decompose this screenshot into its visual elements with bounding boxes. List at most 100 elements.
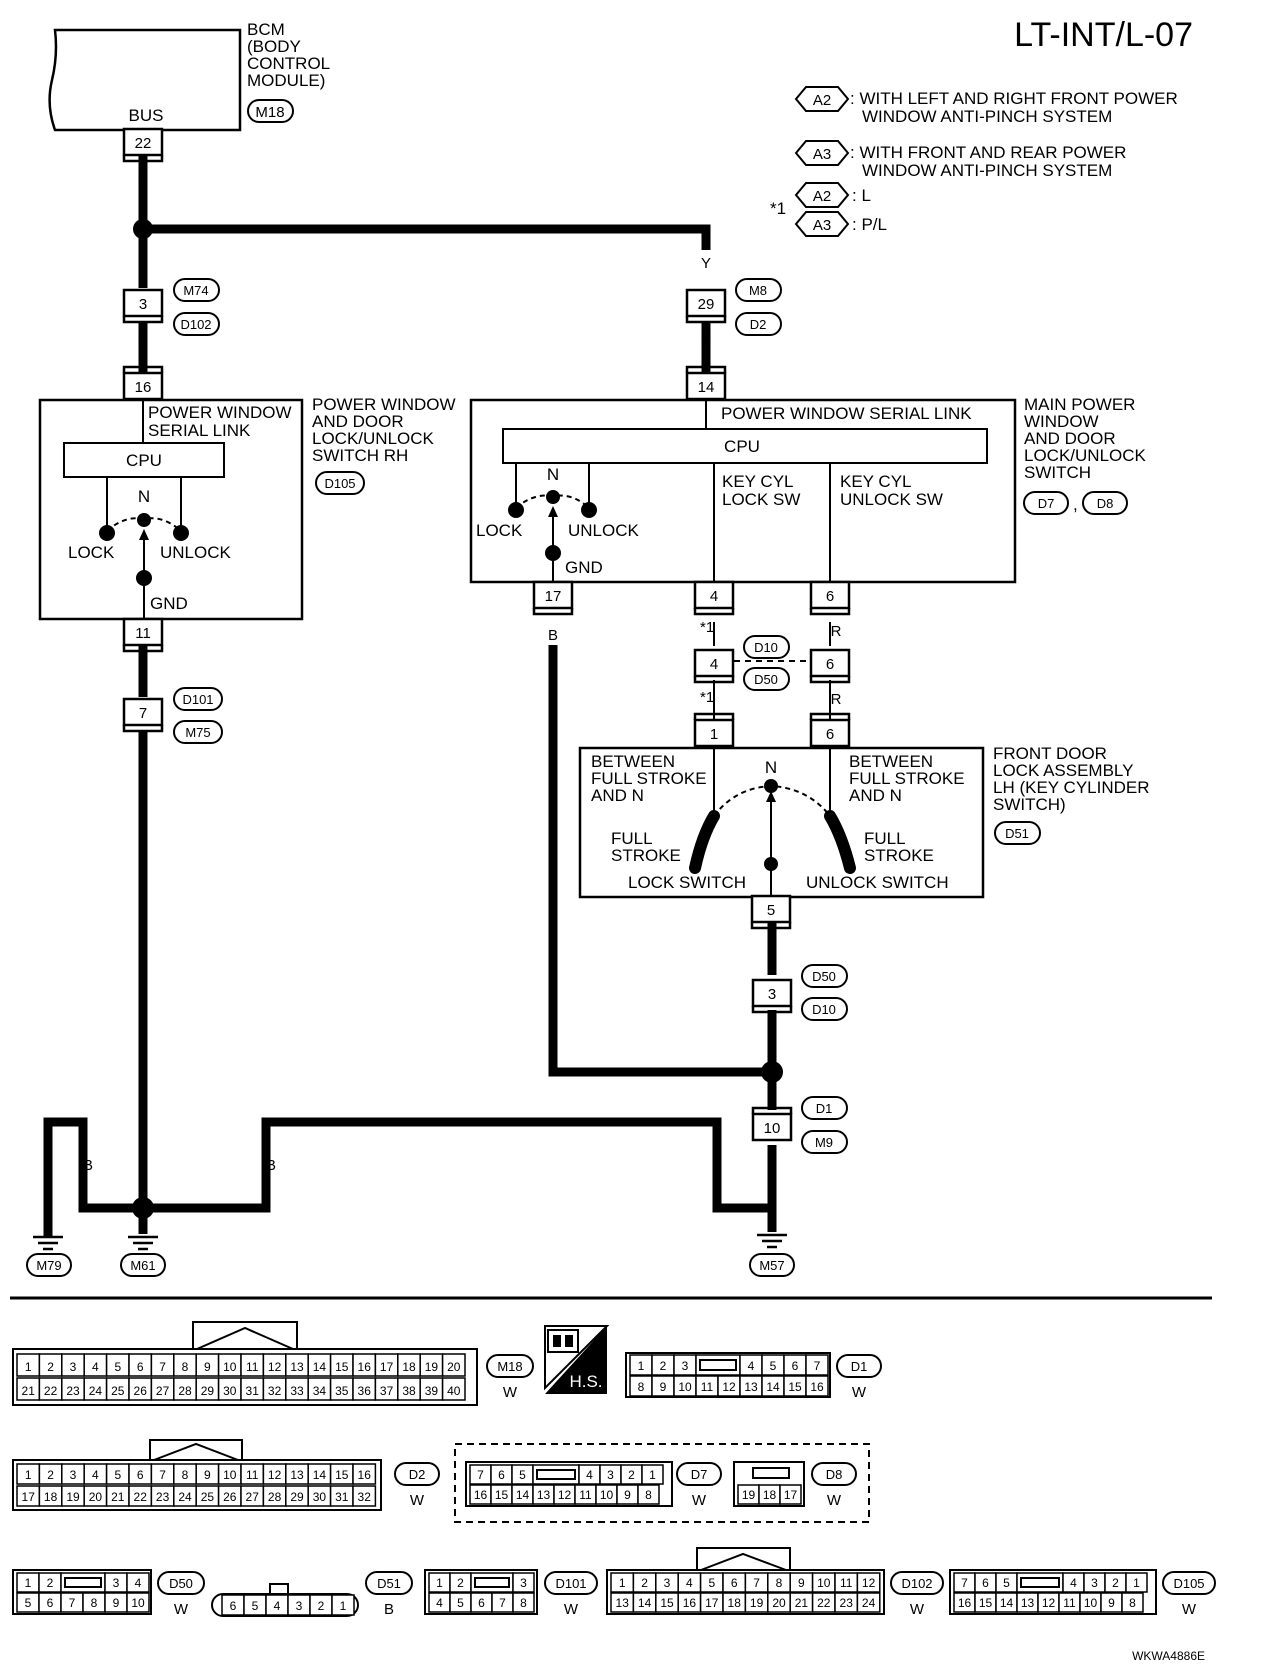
d7-pin-9-label: 9 xyxy=(624,1488,631,1502)
junction-d50-d10: 3 D50 D10 xyxy=(751,964,848,1021)
d105-pin-13-label: 13 xyxy=(1021,1596,1035,1610)
d7-pin-16-label: 16 xyxy=(474,1488,488,1502)
d7-pin-5-label: 5 xyxy=(519,1468,526,1482)
m18-pin-20-label: 20 xyxy=(447,1360,461,1374)
main-name-5: SWITCH xyxy=(1024,463,1091,482)
d101-pin-5-label: 5 xyxy=(457,1596,464,1610)
d51-pin-5-label: 5 xyxy=(252,1599,259,1613)
m18-pin-10-label: 10 xyxy=(223,1360,237,1374)
legend-a2-color-tag-text: A2 xyxy=(813,188,831,205)
m18-pin-13-label: 13 xyxy=(290,1360,304,1374)
wire-color-y-1: Y xyxy=(138,176,148,193)
d7-pin-15-label: 15 xyxy=(495,1488,509,1502)
rh-lock: LOCK xyxy=(68,543,115,562)
d2-pin-24-label: 24 xyxy=(178,1490,192,1504)
wire-color-b-9: B xyxy=(266,1157,276,1174)
d50-pin-3-label: 3 xyxy=(113,1576,120,1590)
m18-pin-38-label: 38 xyxy=(402,1384,416,1398)
d8-pin-19-label: 19 xyxy=(742,1488,756,1502)
m18-pin-7-label: 7 xyxy=(159,1360,166,1374)
d2-pin-13-label: 13 xyxy=(290,1468,304,1482)
rh-name-4: SWITCH RH xyxy=(312,446,408,465)
main-switch-pin-14: 14 xyxy=(685,365,727,401)
d1-pin-7-cell xyxy=(805,1354,829,1376)
conn-d7-id: D7 xyxy=(691,1467,708,1482)
junction-d10-pin-4: 4 xyxy=(710,656,718,673)
d1-pin-5-label: 5 xyxy=(770,1359,777,1373)
legend: A2 : WITH LEFT AND RIGHT FRONT POWER WIN… xyxy=(770,86,1178,237)
d7-pin-1-label: 1 xyxy=(649,1468,656,1482)
d101-pin-3-cell xyxy=(512,1572,535,1593)
d102-pin-24-cell xyxy=(856,1592,881,1613)
d101-pin-1-label: 1 xyxy=(436,1576,443,1590)
d105-pin-3-label: 3 xyxy=(1091,1576,1098,1590)
main-name-4: LOCK/UNLOCK xyxy=(1024,446,1147,465)
d2-pin-26-label: 26 xyxy=(223,1490,237,1504)
main-switch-pin-17-text: 17 xyxy=(545,588,562,605)
d105-pin-5-label: 5 xyxy=(1003,1576,1010,1590)
junction-d50-tag-2: D50 xyxy=(812,969,836,984)
d101-pin-2-label: 2 xyxy=(457,1576,464,1590)
door-between-right-3: AND N xyxy=(849,786,902,805)
d1-pin-2-label: 2 xyxy=(660,1359,667,1373)
m18-pin-19-label: 19 xyxy=(425,1360,439,1374)
legend-a3-tag: A3 xyxy=(794,140,850,166)
door-lock-pin-1: 1 xyxy=(693,712,735,748)
d2-pin-4-label: 4 xyxy=(92,1468,99,1482)
legend-a2-color: : L xyxy=(852,186,871,205)
ground-m57: M57 xyxy=(749,1233,795,1277)
main-cpu: CPU xyxy=(724,437,760,456)
d1-pin-4-label: 4 xyxy=(748,1359,755,1373)
d2-pin-32-label: 32 xyxy=(358,1490,372,1504)
d105-pin-6-label: 6 xyxy=(982,1576,989,1590)
junction-d10-tag-2: D10 xyxy=(812,1002,836,1017)
d7-pin-2-label: 2 xyxy=(628,1468,635,1482)
d105-pin-16-label: 16 xyxy=(958,1596,972,1610)
d101-pin-8-label: 8 xyxy=(520,1596,527,1610)
conn-d105-id: D105 xyxy=(1173,1576,1204,1591)
d50-pin-8-label: 8 xyxy=(91,1596,98,1610)
rh-name-3: LOCK/UNLOCK xyxy=(312,429,435,448)
m18-pin-34-label: 34 xyxy=(313,1384,327,1398)
d2-pin-8-label: 8 xyxy=(182,1468,189,1482)
main-n: N xyxy=(547,465,559,484)
d1-pin-16-cell xyxy=(805,1375,829,1397)
d102-pin-1-label: 1 xyxy=(619,1576,626,1590)
d102-pin-7-label: 7 xyxy=(753,1576,760,1590)
conn-d101-color: W xyxy=(564,1601,579,1618)
m18-pin-8-label: 8 xyxy=(182,1360,189,1374)
d105-pin-1-cell xyxy=(1125,1572,1148,1593)
d8-pin-18-label: 18 xyxy=(763,1488,777,1502)
m18-pin-36-label: 36 xyxy=(358,1384,372,1398)
d102-pin-24-label: 24 xyxy=(862,1596,876,1610)
d102-pin-22-label: 22 xyxy=(817,1596,831,1610)
m18-pin-14-label: 14 xyxy=(313,1360,327,1374)
d101-pin-7-label: 7 xyxy=(499,1596,506,1610)
main-switch: 14 POWER WINDOW SERIAL LINK CPU N LOCK U… xyxy=(469,365,1147,616)
conn-d7-color: W xyxy=(692,1492,707,1509)
d102-pin-21-label: 21 xyxy=(795,1596,809,1610)
conn-d8-color: W xyxy=(827,1492,842,1509)
d105-pin-4-label: 4 xyxy=(1070,1576,1077,1590)
legend-a2-tag-text: A2 xyxy=(813,92,831,109)
main-name-1: MAIN POWER xyxy=(1024,395,1135,414)
door-name-4: SWITCH) xyxy=(993,795,1066,814)
legend-a3-desc-2: WINDOW ANTI-PINCH SYSTEM xyxy=(862,161,1112,180)
rh-serial-link-1: POWER WINDOW xyxy=(148,403,292,422)
main-switch-pin-14-text: 14 xyxy=(698,379,715,396)
m18-pin-27-label: 27 xyxy=(156,1384,170,1398)
d102-pin-23-label: 23 xyxy=(840,1596,854,1610)
main-key-lock-1: KEY CYL xyxy=(722,472,794,491)
legend-a3-tag-text: A3 xyxy=(813,146,831,163)
wire-star-1b: *1 xyxy=(700,689,714,706)
main-switch-pin-4: 4 xyxy=(693,580,735,616)
d50-pin-7-label: 7 xyxy=(69,1596,76,1610)
d102-pin-14-label: 14 xyxy=(638,1596,652,1610)
rh-switch-pin-11-text: 11 xyxy=(135,625,151,642)
d51-pin-3-label: 3 xyxy=(296,1599,303,1613)
